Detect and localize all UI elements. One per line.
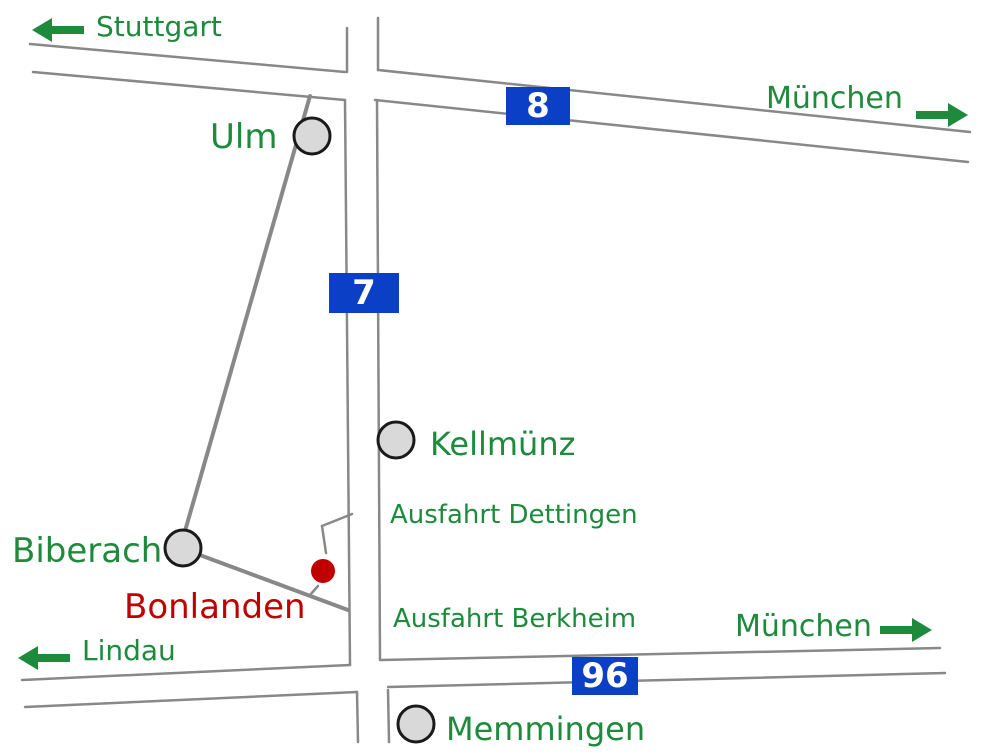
a7-road-west (343, 98, 352, 667)
highway-shield-a8: 8 (506, 86, 570, 126)
a8-east-road-north (376, 68, 972, 134)
biberach-a7-road (179, 546, 350, 612)
destination-dot-icon (311, 559, 335, 583)
city-circle-icon (163, 528, 203, 568)
highway-number: 8 (526, 86, 550, 126)
a8-east-road-south (373, 98, 970, 164)
a7-road-east-lower (386, 688, 391, 744)
exit-label-berkheim: Ausfahrt Berkheim (393, 604, 637, 634)
a7-road-east (375, 98, 382, 662)
exit-label-dettingen: Ausfahrt Dettingen (390, 500, 638, 530)
arrow-left-icon (32, 18, 84, 42)
a8-west-road-south (31, 70, 347, 102)
bonlanden-access-road-3 (308, 584, 320, 597)
city-label-biberach: Biberach (12, 531, 163, 571)
arrow-right-icon (916, 103, 968, 127)
city-circle-icon (396, 704, 436, 744)
destination-label: Bonlanden (124, 587, 306, 627)
a96-road-south (386, 671, 947, 689)
direction-label-muenchen: München (735, 609, 872, 644)
arrow-right-icon (880, 618, 932, 642)
highway-shield-a7: 7 (329, 273, 399, 313)
direction-label-lindau: Lindau (82, 634, 176, 667)
city-circle-icon (376, 420, 416, 460)
a8-west-road-north (28, 42, 347, 74)
a7-road-west-lower (355, 690, 360, 744)
highway-number: 7 (352, 273, 376, 313)
bonlanden-access-road (320, 512, 354, 528)
ulm-biberach-road (179, 94, 312, 547)
highway-shield-a96: 96 (572, 656, 638, 696)
arrow-left-icon (18, 646, 70, 670)
lindau-road-south (23, 690, 359, 709)
a96-road-north (378, 646, 942, 662)
bonlanden-access-road-2 (320, 524, 328, 555)
direction-label-muenchen: München (766, 81, 903, 116)
city-label-kellmuenz: Kellmünz (430, 425, 576, 463)
city-label-memmingen: Memmingen (446, 710, 646, 748)
city-label-ulm: Ulm (210, 117, 278, 157)
direction-label-stuttgart: Stuttgart (96, 10, 222, 43)
highway-number: 96 (581, 656, 629, 696)
lindau-road-north (20, 663, 352, 682)
city-circle-icon (292, 116, 332, 156)
